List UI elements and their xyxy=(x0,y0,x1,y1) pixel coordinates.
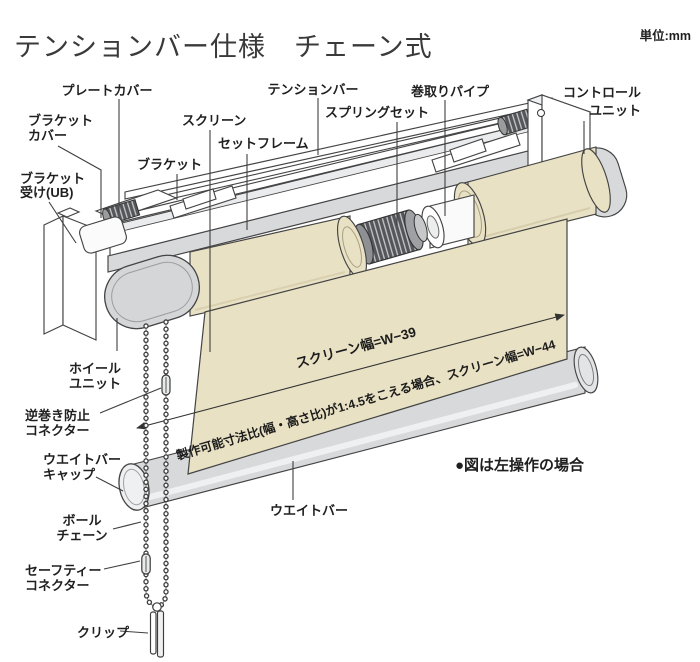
label-winding-pipe: 巻取りパイプ xyxy=(410,84,490,99)
reverse-wind-connector-shape xyxy=(161,374,171,396)
bracket-right-shape xyxy=(431,132,521,173)
leader-lines xyxy=(48,98,585,634)
label-control-unit-1: コントロール xyxy=(563,85,641,100)
leader-reverse-wind-connector xyxy=(99,387,162,414)
label-control-unit-2: ユニット xyxy=(589,103,641,118)
label-ball-chain-2: チェーン xyxy=(56,528,107,543)
label-set-frame: セットフレーム xyxy=(218,136,309,151)
leader-bracket-receiver xyxy=(48,201,77,244)
weight-bar-cap-shape xyxy=(118,463,150,511)
label-spring-set: スプリングセット xyxy=(325,105,429,120)
width-dimension-line xyxy=(136,313,565,430)
label-wheel-unit-2: ユニット xyxy=(69,376,121,391)
clip-shape xyxy=(149,602,165,658)
label-weight-bar: ウエイトバー xyxy=(270,503,348,518)
safety-connector-shape xyxy=(141,553,151,575)
label-wheel-unit-1: ホイール xyxy=(69,361,121,376)
label-reverse-wind-connector-1: 逆巻き防止 xyxy=(25,408,90,423)
label-bracket-receiver-2: 受け(UB) xyxy=(20,185,73,200)
label-plate-cover: プレートカバー xyxy=(61,83,152,98)
label-safety-connector-1: セーフティー xyxy=(25,563,101,578)
bracket-cover-shape xyxy=(79,216,127,254)
leader-safety-connector xyxy=(103,560,141,570)
label-tension-bar: テンションバー xyxy=(267,82,358,97)
label-bracket-cover-2: カバー xyxy=(28,128,67,143)
label-reverse-wind-connector-2: コネクター xyxy=(25,423,89,438)
bracket-left-shape xyxy=(169,185,237,219)
leader-weight-bar-cap xyxy=(95,476,124,492)
leader-clip xyxy=(119,630,149,634)
label-clip: クリップ xyxy=(77,625,130,640)
label-safety-connector-2: コネクター xyxy=(25,578,89,593)
label-ball-chain-1: ボール xyxy=(62,513,101,528)
label-bracket-cover-1: ブラケット xyxy=(28,113,93,128)
label-screen: スクリーン xyxy=(182,113,246,128)
label-weight-bar-cap-1: ウエイトバー xyxy=(43,452,121,467)
unit-note: 単位:mm xyxy=(640,28,691,43)
label-weight-bar-cap-2: キャップ xyxy=(43,467,96,482)
label-bracket: ブラケット xyxy=(137,157,202,172)
page-title: テンションバー仕様 チェーン式 xyxy=(14,32,433,62)
leader-ball-chain xyxy=(112,521,142,530)
spring-set-shape xyxy=(354,209,428,265)
label-bracket-receiver-1: ブラケット xyxy=(20,171,85,186)
footnote-left-operation: ●図は左操作の場合 xyxy=(455,456,585,474)
leader-bracket-cover xyxy=(57,145,102,218)
